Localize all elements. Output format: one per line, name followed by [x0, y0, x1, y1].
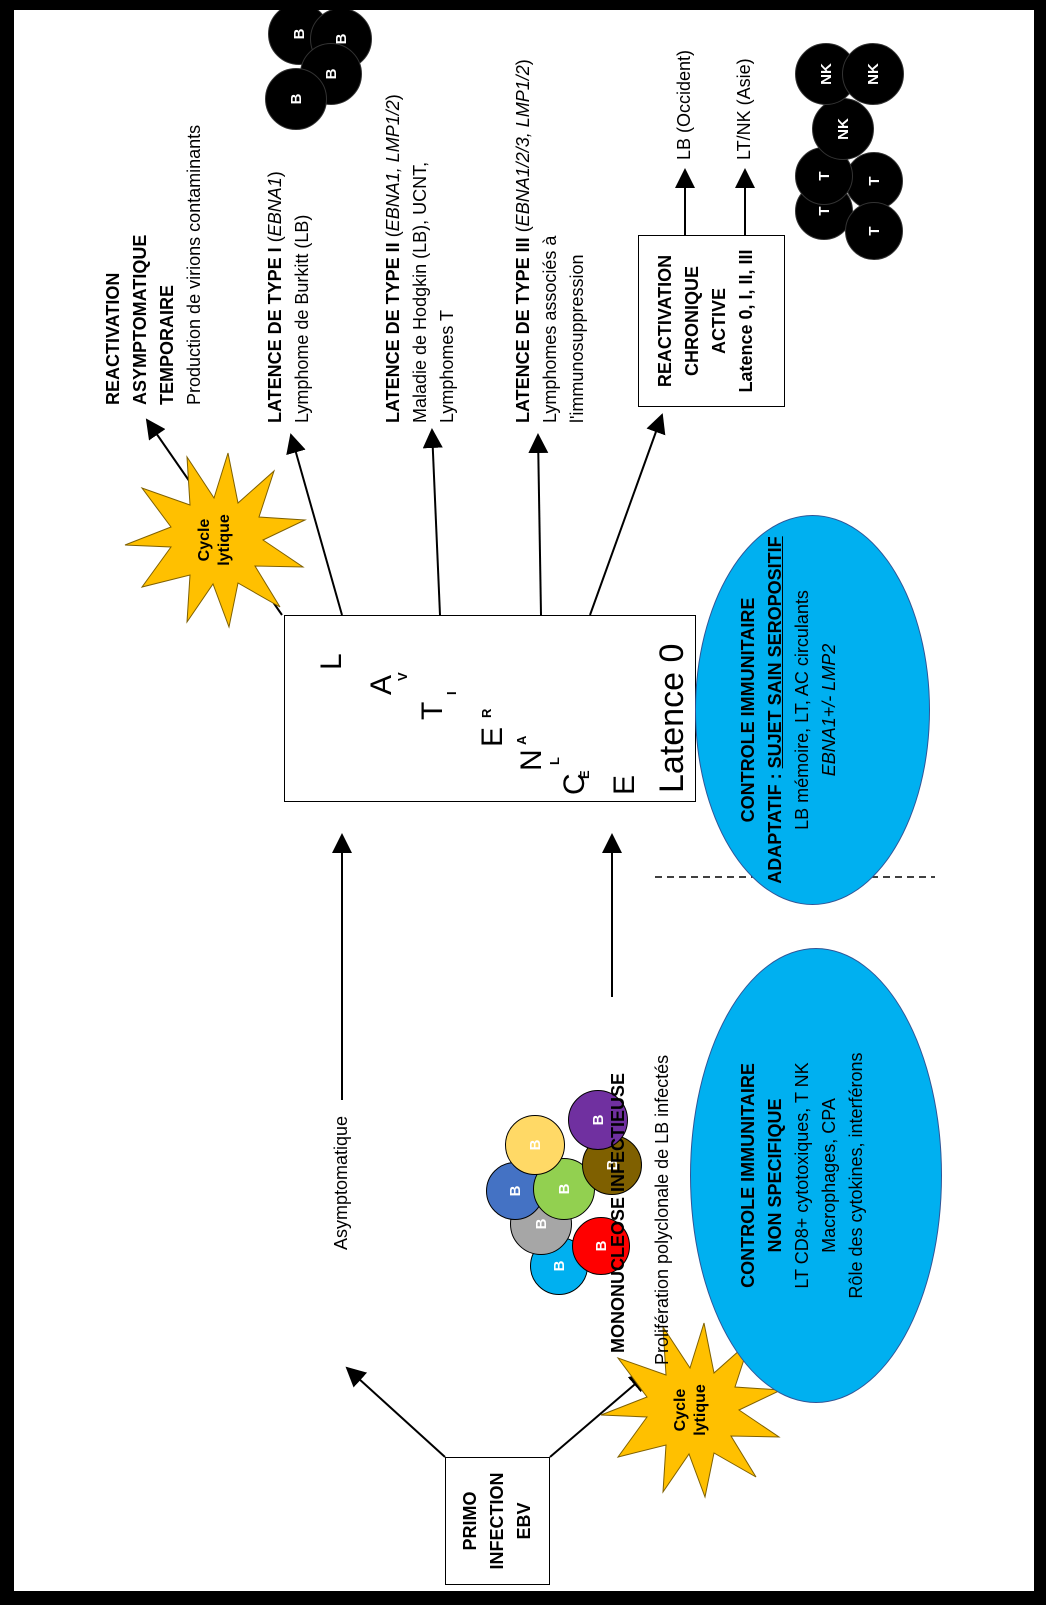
arrow-latence-type1 [286, 433, 343, 616]
arrow-primo-mono [549, 1371, 650, 1458]
arrow-latence-chronique [589, 413, 666, 616]
arrow-latence-type3 [528, 433, 549, 616]
arrow-latence-type2 [422, 428, 443, 616]
arrow-primo-asympto [345, 1366, 446, 1458]
burst-cycle-lytique-1 [124, 452, 307, 629]
burst-cycle-lytique-2 [600, 1322, 783, 1499]
